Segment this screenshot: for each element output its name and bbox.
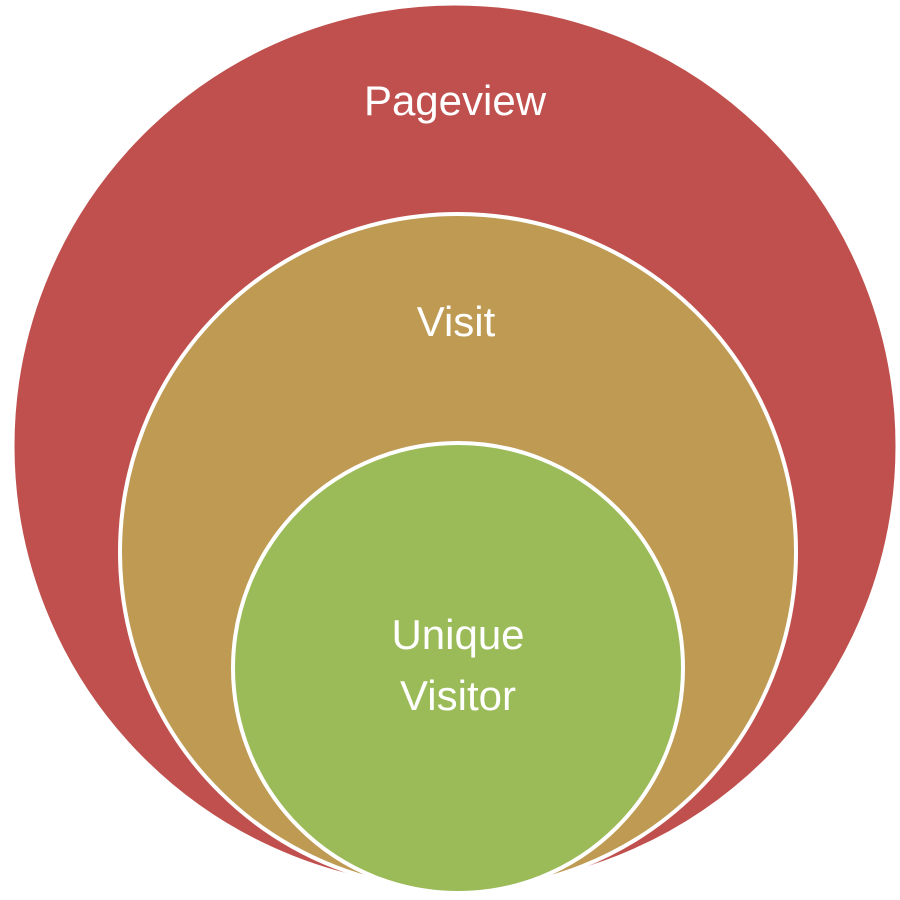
unique-visitor-circle (231, 441, 685, 895)
unique-visitor-label-line1: Unique (391, 611, 524, 658)
unique-visitor-label-line2: Visitor (400, 672, 516, 719)
pageview-label: Pageview (364, 77, 547, 124)
visit-label: Visit (417, 298, 496, 345)
